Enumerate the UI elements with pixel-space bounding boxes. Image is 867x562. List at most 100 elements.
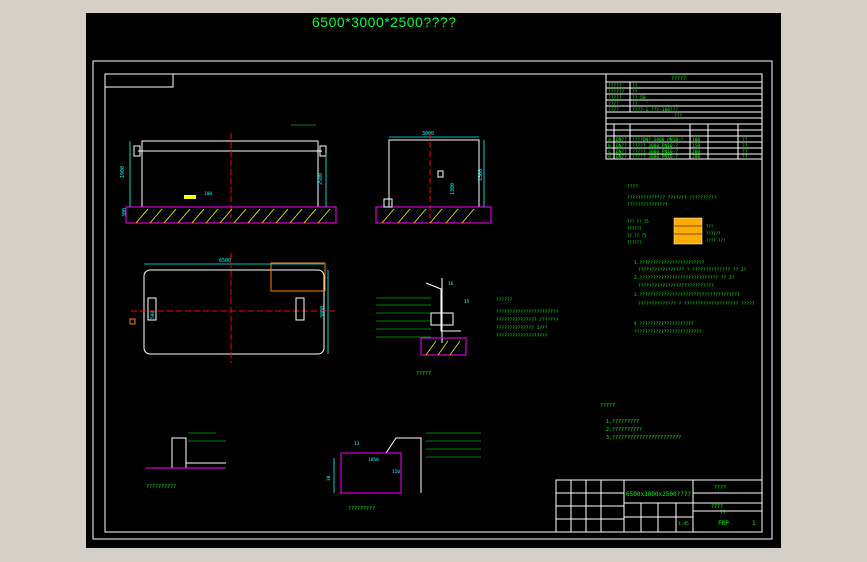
note-line: ??????????????????????? (496, 309, 559, 315)
corner-box (104, 73, 174, 88)
drawing-name: 6500x3000x2500???? (626, 491, 691, 498)
dim-top-width: 3000 (422, 131, 434, 137)
pipe-cell: DN?? (616, 137, 627, 143)
right-note-item: ????????????????? ? ?????????????? ?? 2? (638, 267, 747, 273)
side-elevation: 3000 2500 1300 (375, 131, 492, 224)
pipe-cell: d (608, 154, 611, 160)
pipe-cell: ?? (742, 154, 748, 160)
right-notes-line: ??????????????? (627, 202, 668, 208)
right-note-item: ????????????????????????? (634, 329, 702, 335)
pipe-cell: a (608, 138, 611, 143)
layer-sample (673, 217, 703, 245)
dim-side: 2500 (318, 173, 324, 185)
title-block: 6500x3000x2500???? ???? ???? ?? FRP 1 1:… (555, 479, 763, 533)
spec-row-value: ?? (632, 83, 638, 89)
inner-frame (104, 73, 763, 533)
legend-label: ?????? (627, 226, 642, 231)
pipe-cell: ????DN? 3000 PN10-? (632, 137, 684, 143)
dim-30: 30 (326, 475, 332, 481)
section-label-a: ????? (416, 371, 431, 377)
pipe-cell: ????? 3000 PN10-? (632, 154, 678, 160)
note-line: ??????????????????? (496, 333, 548, 339)
pipe-cell: 200 (692, 149, 700, 155)
pipe-cell: b (608, 143, 611, 149)
dim-height: 1900 (120, 166, 126, 178)
pipe-cell: c (608, 150, 611, 155)
dim-base: 300 (122, 208, 128, 217)
dim-plan-length: 6500 (219, 258, 231, 264)
general-notes-header: ????? (600, 403, 615, 409)
note-line: ?????????????? 1??? (496, 325, 548, 331)
spec-row-value: ?? 50 (632, 95, 646, 101)
pipe-cell: ?? (742, 143, 748, 149)
sheet-number: 1 (752, 520, 756, 527)
title-cell: ?? (720, 510, 726, 516)
plan-view: 6500 3000 500 (129, 253, 336, 363)
pipe-cell: DN?? (616, 149, 627, 155)
legend-label: ??? (706, 224, 714, 229)
pipe-table-header: ??? (674, 113, 682, 119)
bottom-left-detail: ?????????? (146, 432, 226, 490)
pipe-cell: 150 (692, 143, 700, 149)
spec-row-value: ????-1 ???-100??? (632, 107, 678, 113)
spec-row-label: ?????? (608, 89, 625, 95)
right-notes: ???? ?????????????? ??????? ?????????? ?… (627, 184, 755, 335)
note-line: ??????????????? ??????? (496, 317, 559, 323)
section-label-c: ????????? (348, 506, 375, 512)
legend-label: ?? ?? ?5 (627, 233, 647, 238)
dim-100: 100 (204, 191, 212, 197)
pipe-cell: 200 (692, 154, 700, 160)
dim-1050: 1050 (368, 457, 379, 463)
pipe-cell: 100 (692, 137, 700, 143)
drawing-canvas: ????? ????? ?? ?????? ?? ????? ?? 50 ???… (86, 13, 781, 548)
drawing-title: 6500*3000*2500???? (312, 14, 457, 30)
section-detail: 16 15 ????? (376, 278, 470, 377)
company-name: ???? (711, 504, 723, 510)
dim-13: 13 (354, 441, 360, 447)
general-note: 2.?????????? (606, 427, 642, 433)
spec-table: ????? ????? ?? ?????? ?? ????? ?? 50 ???… (605, 73, 763, 160)
legend-label: ??? ?? ?5 (627, 219, 649, 224)
right-note-item: 2.????????????????????????????? ?? 2? (634, 275, 735, 281)
material: FRP (718, 520, 729, 527)
spec-row-value: ?? (632, 101, 638, 107)
right-notes-line: ?????????????? ??????? ?????????? (627, 195, 717, 201)
notes-block: ?????? ??????????????????????? ?????????… (496, 297, 559, 339)
dim-plan-width: 3000 (320, 306, 326, 318)
pipe-cell: ????? 3000 PN10-? (632, 149, 678, 155)
pipe-cell: ?? (742, 149, 748, 155)
legend-label: ?????? (706, 231, 721, 236)
spec-row-label: ????? (608, 83, 622, 89)
spec-row-label: ???? (608, 101, 619, 107)
title-cell: ???? (714, 485, 726, 491)
dim-small-b: 1300 (450, 183, 456, 195)
front-elevation: 1900 2500 300 100 (120, 124, 337, 224)
outer-frame (92, 60, 773, 540)
cad-drawing: ????? ????? ?? ?????? ?? ????? ?? 50 ???… (92, 60, 773, 540)
legend-label: ???? ??? (706, 238, 726, 243)
dim-150: 150 (392, 469, 400, 475)
spec-row-value: ?? (632, 89, 638, 95)
general-notes: ????? 1.????????? 2.?????????? 3.???????… (600, 403, 681, 441)
pipe-cell: ?? (742, 137, 748, 143)
bottom-middle-detail: 30 1050 13 150 ????????? (326, 432, 481, 512)
pipe-cell: ????? 3000 PN10-? (632, 143, 678, 149)
dim-small-a: 500 (150, 311, 156, 319)
dim-16: 16 (448, 281, 454, 287)
dim-15: 15 (464, 299, 470, 305)
dim-side-height: 2500 (478, 169, 484, 181)
right-notes-header: ???? (627, 184, 638, 190)
right-note-item: ?????????????? ? ???????????????????? ??… (638, 301, 755, 307)
spec-table-header: ????? (671, 76, 686, 82)
general-note: 3.??????????????????????? (606, 435, 681, 441)
right-note-item: 3.????????????????????????????????????? (634, 292, 740, 298)
right-note-item: 4.???????????????????? (634, 321, 694, 327)
pipe-cell: DN?? (616, 154, 627, 160)
right-note-item: 1.???????????????????????? (634, 260, 705, 266)
general-note: 1.????????? (606, 419, 639, 425)
section-label-b: ?????????? (146, 484, 176, 490)
notes-header: ?????? (496, 297, 513, 303)
right-note-item: ???????????????????????????? (638, 283, 714, 289)
pipe-cell: DN?? (616, 143, 627, 149)
legend-label: ?????? (627, 240, 642, 245)
